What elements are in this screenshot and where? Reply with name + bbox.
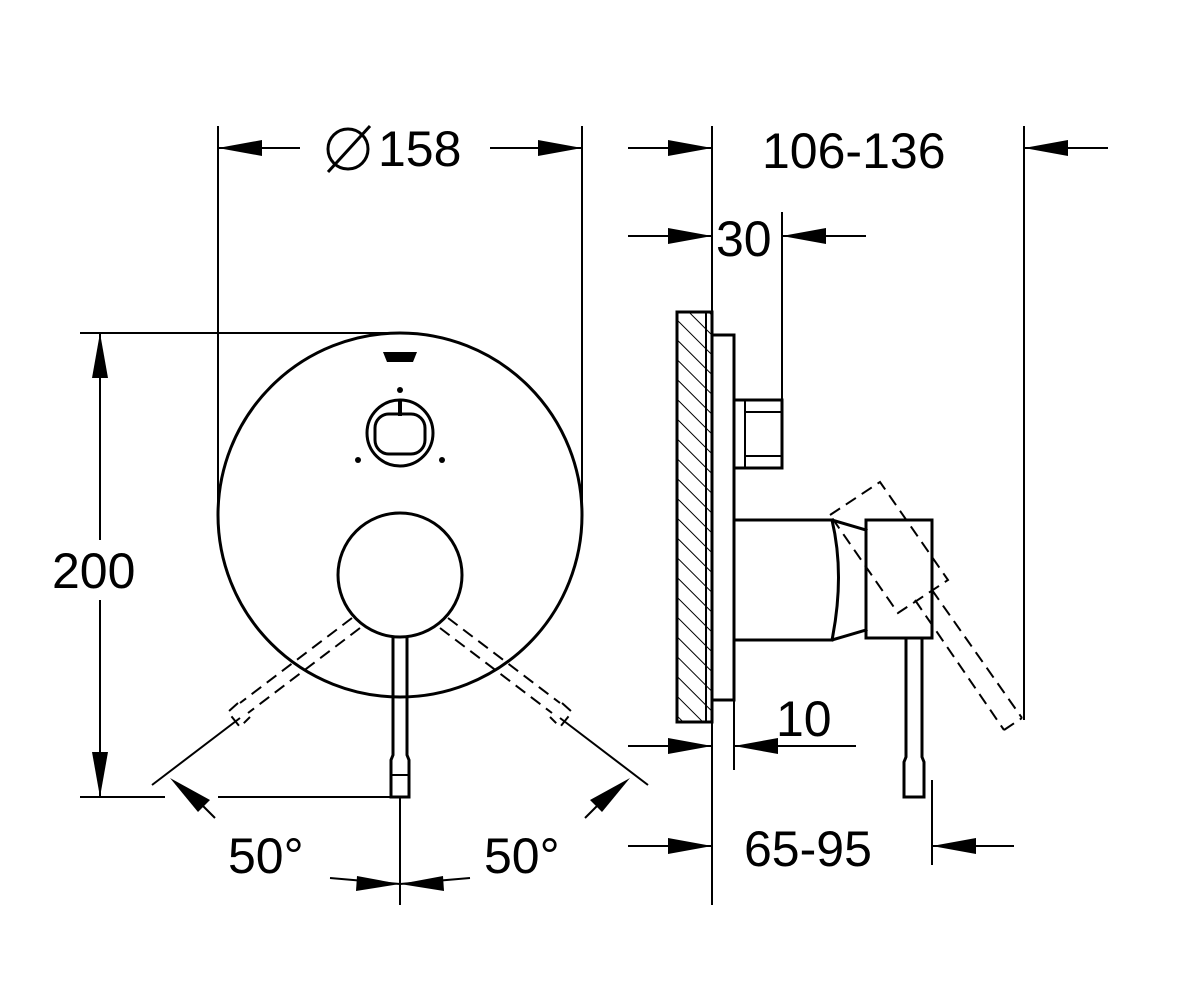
diverter-knob-side <box>732 398 784 470</box>
cover-plate-profile <box>705 310 736 724</box>
height-label: 200 <box>52 543 135 599</box>
lever-range-dimension: 65-95 <box>628 821 1014 877</box>
lever-rotated-right <box>439 617 574 729</box>
angle-extension-left <box>151 717 241 786</box>
lever-rotated-left <box>226 617 361 729</box>
angle-right-label: 50° <box>484 828 560 884</box>
front-view: 158 200 <box>52 121 649 905</box>
trim-depth-dimension: 30 <box>628 211 866 267</box>
diameter-symbol-icon <box>326 124 372 174</box>
lever-body-side <box>732 518 934 799</box>
depth-label: 106-136 <box>762 123 946 179</box>
angle-left-label: 50° <box>228 828 304 884</box>
faceplate <box>216 331 584 699</box>
lever-front <box>389 635 411 799</box>
side-view: 106-136 30 <box>628 123 1108 905</box>
plate-offset-dimension: 10 <box>628 691 856 754</box>
diameter-dimension: 158 <box>218 121 582 177</box>
plate-offset-label: 10 <box>776 691 832 747</box>
grohe-logo-icon <box>383 352 417 393</box>
angle-dimension-right: 50° <box>399 778 630 891</box>
lever-hub <box>336 511 464 639</box>
trim-depth-label: 30 <box>716 211 772 267</box>
angle-extension-right <box>559 717 649 786</box>
depth-dimension: 106-136 <box>628 123 1108 179</box>
angle-dimension-left: 50° <box>170 778 401 891</box>
lever-range-label: 65-95 <box>744 821 872 877</box>
diverter-knob <box>355 398 445 468</box>
lever-raised-side <box>828 480 1023 731</box>
diameter-label: 158 <box>378 121 461 177</box>
height-dimension: 200 <box>52 333 135 797</box>
